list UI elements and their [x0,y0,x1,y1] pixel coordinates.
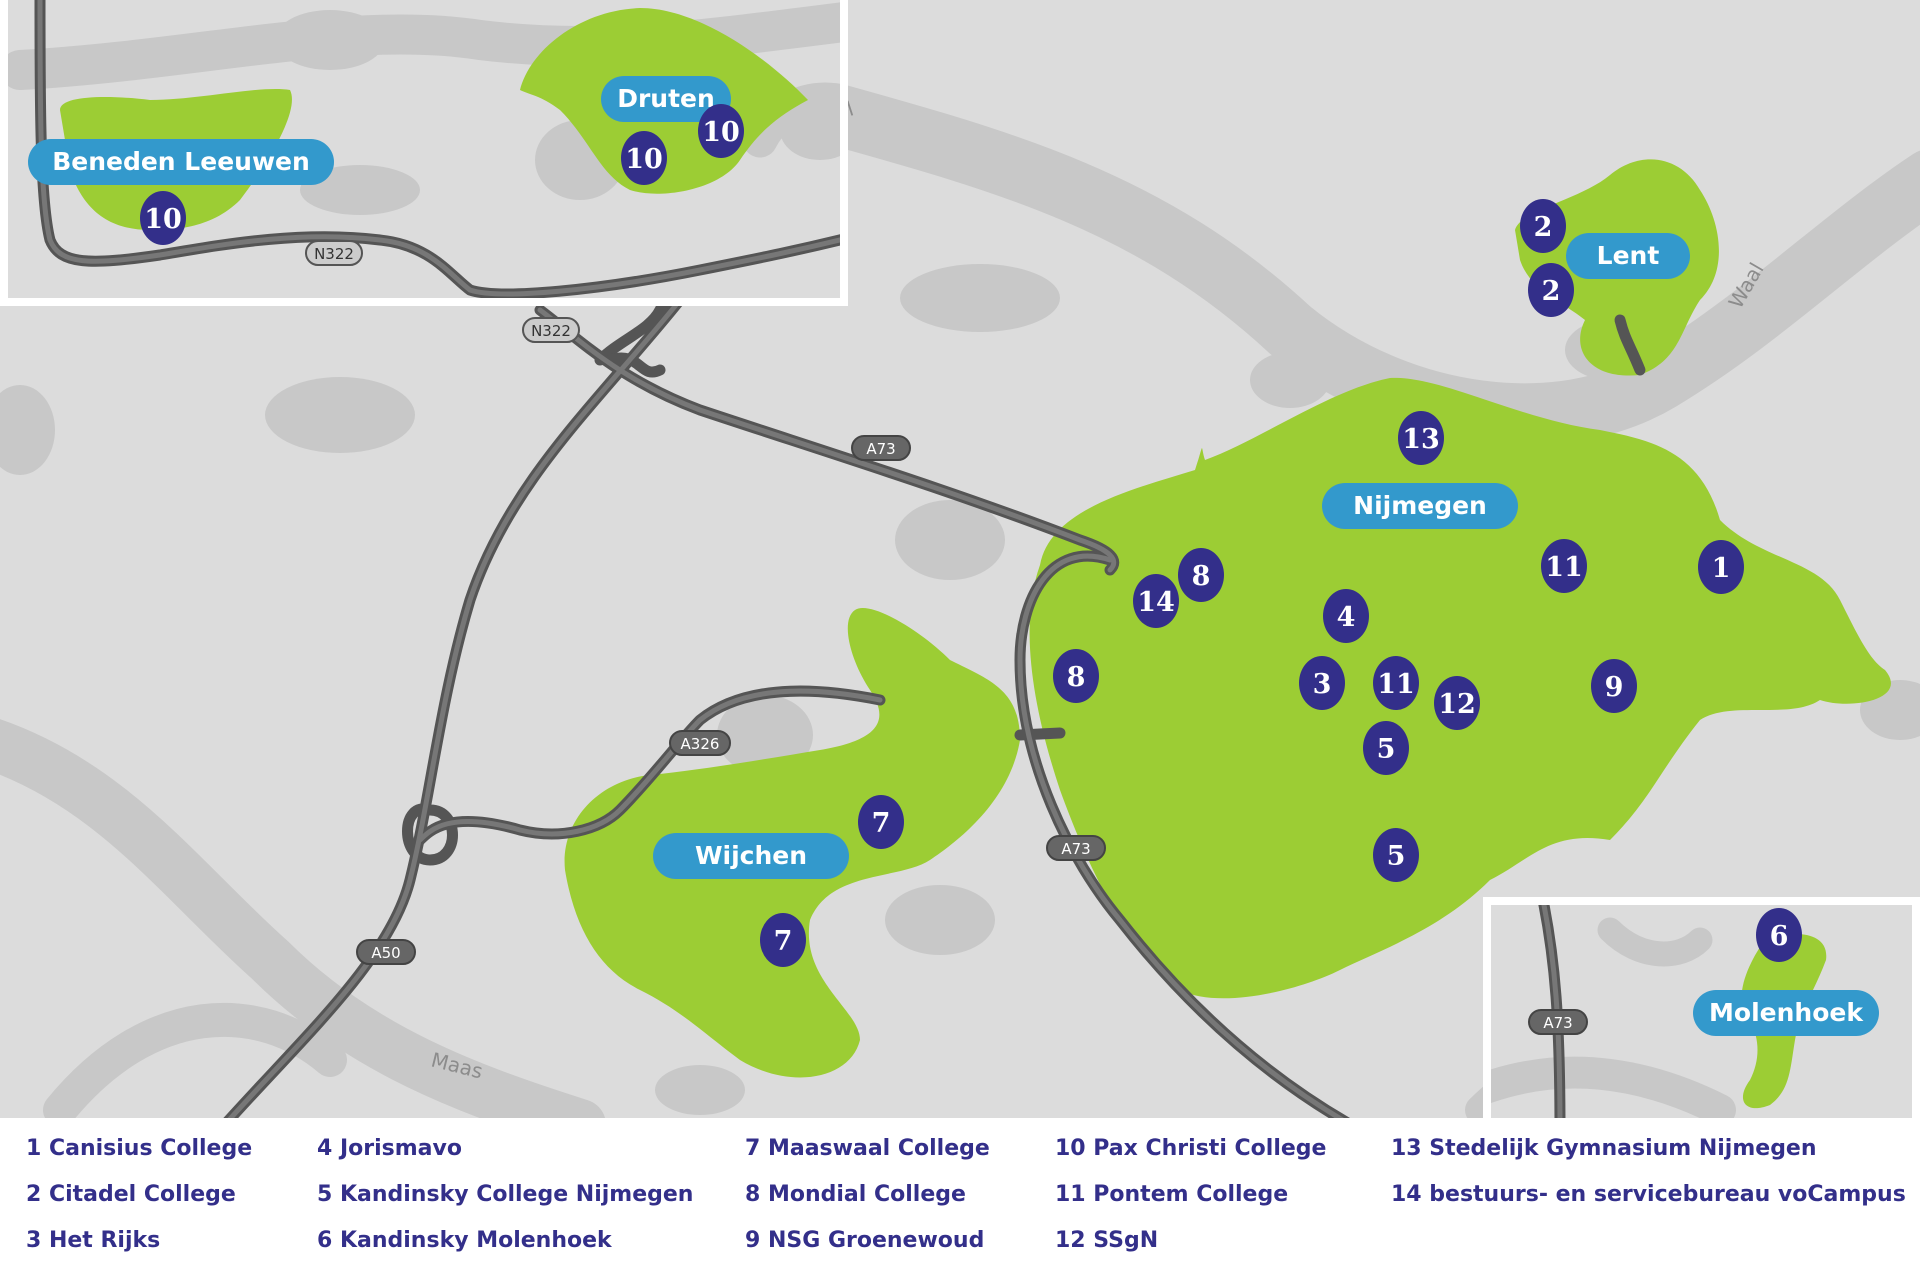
school-marker[interactable]: 11 [1373,656,1419,710]
school-marker[interactable]: 7 [858,795,904,849]
road-label-a326: A326 [681,735,720,753]
svg-text:Wijchen: Wijchen [695,841,807,870]
svg-text:7: 7 [872,808,891,839]
svg-text:Nijmegen: Nijmegen [1353,491,1487,520]
school-marker[interactable]: 10 [698,104,744,158]
legend-item[interactable]: 14 bestuurs- en servicebureau voCampus [1391,1182,1906,1207]
legend-item[interactable]: 10 Pax Christi College [1055,1136,1327,1161]
school-marker[interactable]: 13 [1398,411,1444,465]
legend-item[interactable]: 13 Stedelijk Gymnasium Nijmegen [1391,1136,1817,1161]
svg-text:11: 11 [1545,552,1583,583]
road-label-n322-inset: N322 [314,245,354,263]
svg-text:11: 11 [1377,669,1415,700]
legend-column: 13 Stedelijk Gymnasium Nijmegen 14 bestu… [1391,1136,1906,1228]
road-label-n322-main: N322 [531,322,571,340]
legend-item[interactable]: 3 Het Rijks [26,1228,161,1253]
legend-item[interactable]: 4 Jorismavo [317,1136,462,1161]
svg-text:9: 9 [1605,672,1624,703]
road-label-a73-top: A73 [866,440,895,458]
road-shield-a73-inset: A73 [1528,1009,1588,1035]
svg-text:Molenhoek: Molenhoek [1709,998,1864,1027]
school-marker[interactable]: 2 [1520,199,1566,253]
legend-item[interactable]: 12 SSgN [1055,1228,1159,1253]
roads [223,244,1646,1118]
school-marker[interactable]: 7 [760,913,806,967]
legend-item[interactable]: 7 Maaswaal College [745,1136,990,1161]
legend: 1 Canisius College 2 Citadel College 3 H… [0,1118,1920,1280]
svg-text:14: 14 [1137,587,1175,618]
svg-text:10: 10 [702,117,740,148]
road-shield-a50: A50 [356,939,416,965]
school-marker[interactable]: 6 [1756,908,1802,962]
school-marker[interactable]: 12 [1434,676,1480,730]
svg-text:4: 4 [1337,602,1356,633]
svg-text:10: 10 [144,204,182,235]
road-shield-a73-top: A73 [851,435,911,461]
road-label-a50: A50 [371,944,400,962]
school-marker[interactable]: 5 [1373,828,1419,882]
legend-item[interactable]: 2 Citadel College [26,1182,236,1207]
svg-text:6: 6 [1770,921,1789,952]
svg-text:Druten: Druten [617,84,715,113]
road-shield-a326: A326 [669,730,731,756]
legend-item[interactable]: 5 Kandinsky College Nijmegen [317,1182,694,1207]
legend-column: 7 Maaswaal College 8 Mondial College 9 N… [745,1136,990,1274]
town-label-molenhoek: Molenhoek [1693,990,1879,1036]
town-label-nijmegen: Nijmegen [1322,483,1518,529]
legend-column: 1 Canisius College 2 Citadel College 3 H… [26,1136,252,1274]
svg-text:13: 13 [1402,424,1440,455]
svg-text:10: 10 [625,144,663,175]
school-marker[interactable]: 11 [1541,539,1587,593]
legend-item[interactable]: 9 NSG Groenewoud [745,1228,985,1253]
road-shield-a73-mid: A73 [1046,835,1106,861]
svg-text:5: 5 [1387,841,1406,872]
svg-text:8: 8 [1192,561,1211,592]
svg-text:Beneden Leeuwen: Beneden Leeuwen [52,147,310,176]
school-marker[interactable]: 5 [1363,721,1409,775]
svg-text:8: 8 [1067,662,1086,693]
school-marker[interactable]: 14 [1133,574,1179,628]
legend-item[interactable]: 1 Canisius College [26,1136,253,1161]
svg-text:12: 12 [1438,689,1476,720]
school-marker[interactable]: 10 [621,131,667,185]
town-label-lent: Lent [1566,233,1690,279]
svg-text:2: 2 [1542,276,1561,307]
school-marker[interactable]: 9 [1591,659,1637,713]
inset-map-molenhoek: A73 Molenhoek 6 [1483,897,1920,1118]
school-marker[interactable]: 10 [140,191,186,245]
svg-text:7: 7 [774,926,793,957]
svg-text:5: 5 [1377,734,1396,765]
school-marker[interactable]: 2 [1528,263,1574,317]
road-label-a73-mid: A73 [1061,840,1090,858]
legend-item[interactable]: 8 Mondial College [745,1182,966,1207]
town-label-beneden-leeuwen: Beneden Leeuwen [28,139,334,185]
svg-text:2: 2 [1534,212,1553,243]
school-marker[interactable]: 1 [1698,540,1744,594]
school-marker[interactable]: 8 [1178,548,1224,602]
road-shield-n322-inset: N322 [305,240,363,266]
legend-item[interactable]: 6 Kandinsky Molenhoek [317,1228,612,1253]
svg-text:3: 3 [1313,669,1332,700]
town-label-druten: Druten [601,76,731,122]
town-label-wijchen: Wijchen [653,833,849,879]
legend-column: 10 Pax Christi College 11 Pontem College… [1055,1136,1326,1274]
road-label-a73-inset: A73 [1543,1014,1572,1032]
school-marker[interactable]: 4 [1323,589,1369,643]
school-marker[interactable]: 3 [1299,656,1345,710]
svg-text:Lent: Lent [1597,241,1660,270]
svg-text:1: 1 [1712,553,1731,584]
school-marker[interactable]: 8 [1053,649,1099,703]
legend-item[interactable]: 11 Pontem College [1055,1182,1289,1207]
road-shield-n322-main: N322 [522,317,580,343]
inset-map-beneden-leeuwen-druten: N322 Beneden Leeuwen Druten 10 10 10 [0,0,848,306]
legend-column: 4 Jorismavo 5 Kandinsky College Nijmegen… [317,1136,693,1274]
